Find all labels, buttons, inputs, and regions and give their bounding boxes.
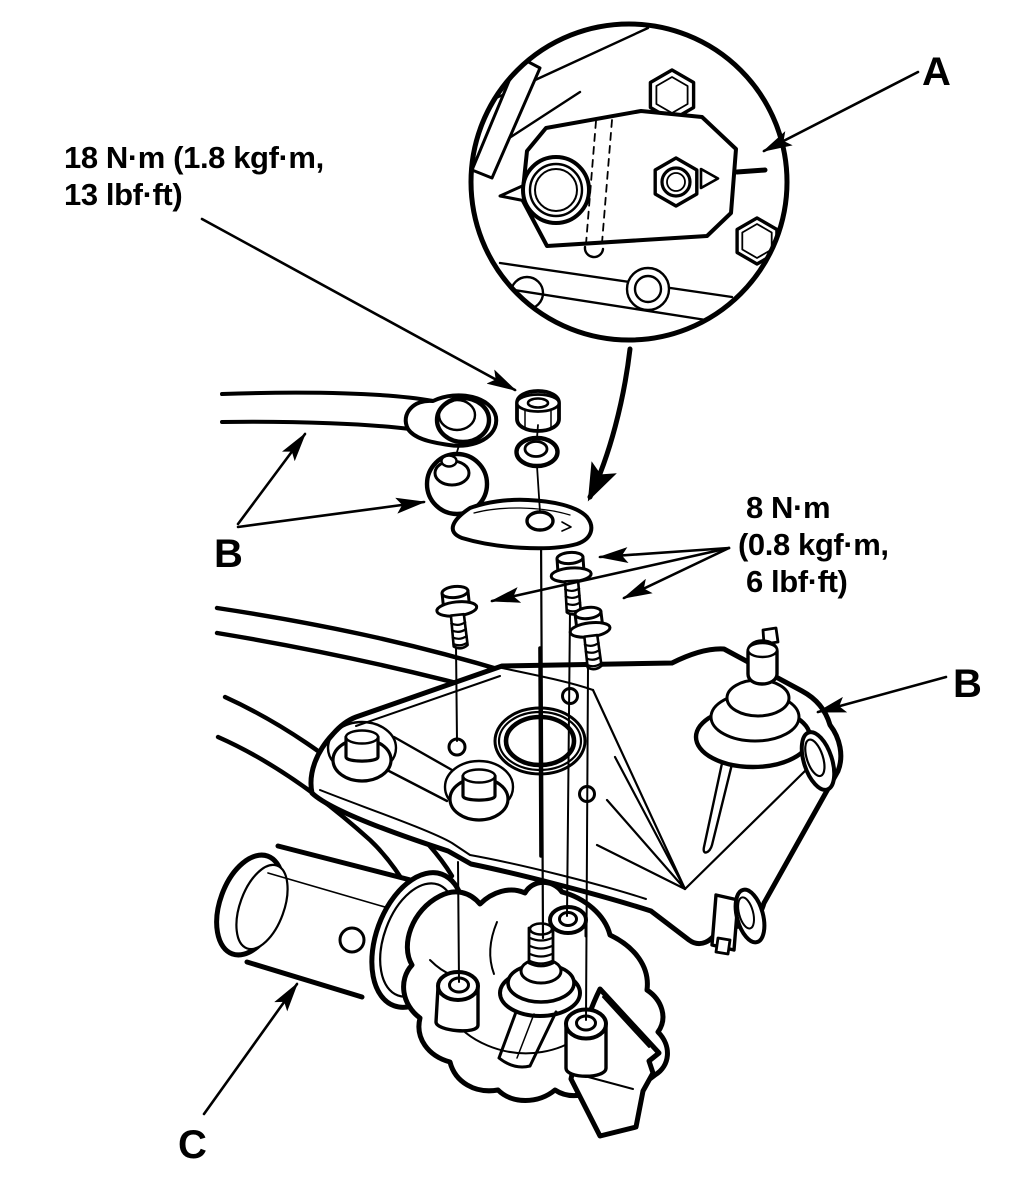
mount-bolt-right — [565, 603, 617, 674]
bracket-foot — [710, 893, 740, 956]
detail-inset — [468, 21, 790, 502]
arrow-label-b-right — [816, 675, 948, 714]
wiper-linkage-arm — [220, 390, 499, 448]
arrow-label-c — [202, 982, 299, 1116]
spring-washer — [514, 435, 560, 469]
arrows-label-b-left — [236, 432, 426, 529]
inset-arm-silhouette — [471, 55, 542, 180]
label-c: C — [178, 1123, 207, 1167]
motor-output-shaft — [497, 922, 582, 1069]
inset-circle-border — [468, 21, 790, 343]
torque-spec-8nm-line2: (0.8 kgf·m, — [738, 527, 889, 562]
bracket-gusset — [591, 688, 808, 891]
bracket-foot-roller — [733, 887, 767, 945]
torque-spec-18nm-line2: 13 lbf·ft) — [64, 177, 182, 212]
motor-boss-right — [564, 1007, 608, 1078]
assembly-guide-lines — [455, 529, 589, 1021]
inset-alignment-mark-dash — [734, 167, 768, 175]
inset-alignment-pointer-triangle — [699, 167, 720, 190]
crank-arm — [424, 451, 594, 551]
torque-spec-8nm-line1: 8 N·m — [746, 490, 830, 525]
torque-spec-8nm-line3: 6 lbf·ft) — [746, 564, 847, 599]
crank-nut — [515, 389, 561, 433]
label-b-left: B — [214, 532, 243, 576]
wiper-motor — [214, 843, 670, 1139]
guide-line-nut-washer — [536, 424, 541, 513]
arm-ball-socket-ring — [434, 395, 492, 445]
label-b-right: B — [953, 662, 982, 706]
arrow-torque-18nm — [200, 217, 517, 392]
inset-collar-ring — [521, 155, 591, 225]
crank-arm-hole — [525, 510, 555, 532]
mount-bolt-left — [433, 582, 483, 652]
label-a: A — [922, 50, 951, 94]
motor-boss-left — [434, 970, 480, 1033]
bracket-side-roller — [799, 730, 837, 792]
crank-alignment-tick — [561, 521, 572, 532]
torque-spec-18nm-line1: 18 N·m (1.8 kgf·m, — [64, 140, 324, 175]
arrows-torque-8nm — [490, 546, 731, 603]
inset-hex-nut — [653, 156, 699, 208]
arrow-label-a — [762, 70, 920, 153]
mount-bracket — [308, 626, 844, 956]
inset-lower-link — [498, 245, 734, 322]
inset-leader-arrow — [587, 346, 633, 502]
